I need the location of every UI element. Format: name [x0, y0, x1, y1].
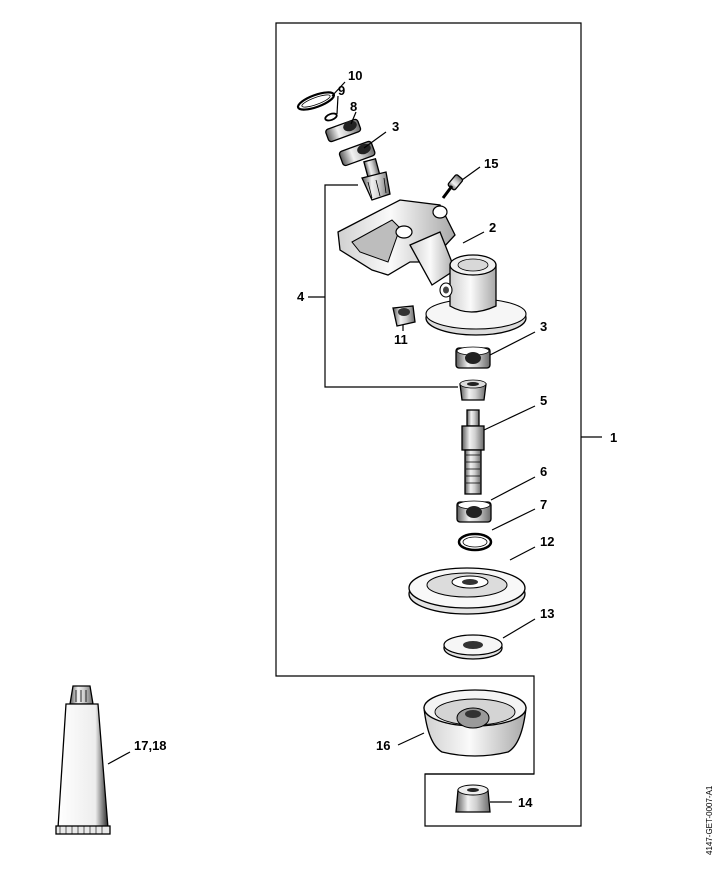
drawing-reference-code: 4147-GET-0007-A1: [705, 785, 714, 855]
part-14-mowing-head-nut: [455, 784, 491, 813]
assembly-frame: [275, 22, 582, 827]
part-15-screw: [441, 174, 464, 199]
part-10-retaining-ring: [296, 91, 336, 111]
part-16-rider-plate: [423, 689, 527, 757]
callout-7: 7: [540, 497, 547, 512]
callout-15: 15: [484, 156, 498, 171]
part-7-circlip: [457, 532, 493, 552]
callout-17-18: 17,18: [134, 738, 167, 753]
part-13-thrust-washer: [443, 634, 503, 660]
part-4-bevel-gear: [459, 379, 487, 401]
callout-8: 8: [350, 99, 357, 114]
part-12-thrust-plate: [408, 567, 526, 615]
callout-2: 2: [489, 220, 496, 235]
part-17-18-grease-tube: [55, 685, 111, 835]
part-9-circlip: [324, 112, 338, 122]
callout-4: 4: [297, 289, 305, 304]
bracket-part-4: [324, 184, 458, 388]
callout-16: 16: [376, 738, 390, 753]
callout-3-top: 3: [392, 119, 399, 134]
callout-3-mid: 3: [540, 319, 547, 334]
part-6-ball-bearing: [456, 500, 492, 523]
part-3-ball-bearing-mid: [455, 346, 491, 369]
part-11-screw-plug: [392, 305, 416, 327]
part-4-bevel-pinion: [361, 157, 391, 201]
part-5-spindle-shaft: [461, 409, 485, 495]
callout-14: 14: [518, 795, 533, 810]
callout-9: 9: [338, 83, 345, 98]
callout-10: 10: [348, 68, 362, 83]
callout-13: 13: [540, 606, 554, 621]
callout-1: 1: [610, 430, 617, 445]
callout-6: 6: [540, 464, 547, 479]
callout-12: 12: [540, 534, 554, 549]
part-2-gear-housing: [337, 199, 527, 336]
part-8-ball-bearing: [325, 118, 362, 143]
leader-lines: [107, 81, 602, 803]
callout-11: 11: [394, 332, 408, 347]
callout-5: 5: [540, 393, 547, 408]
part-3-ball-bearing-top: [338, 140, 376, 167]
